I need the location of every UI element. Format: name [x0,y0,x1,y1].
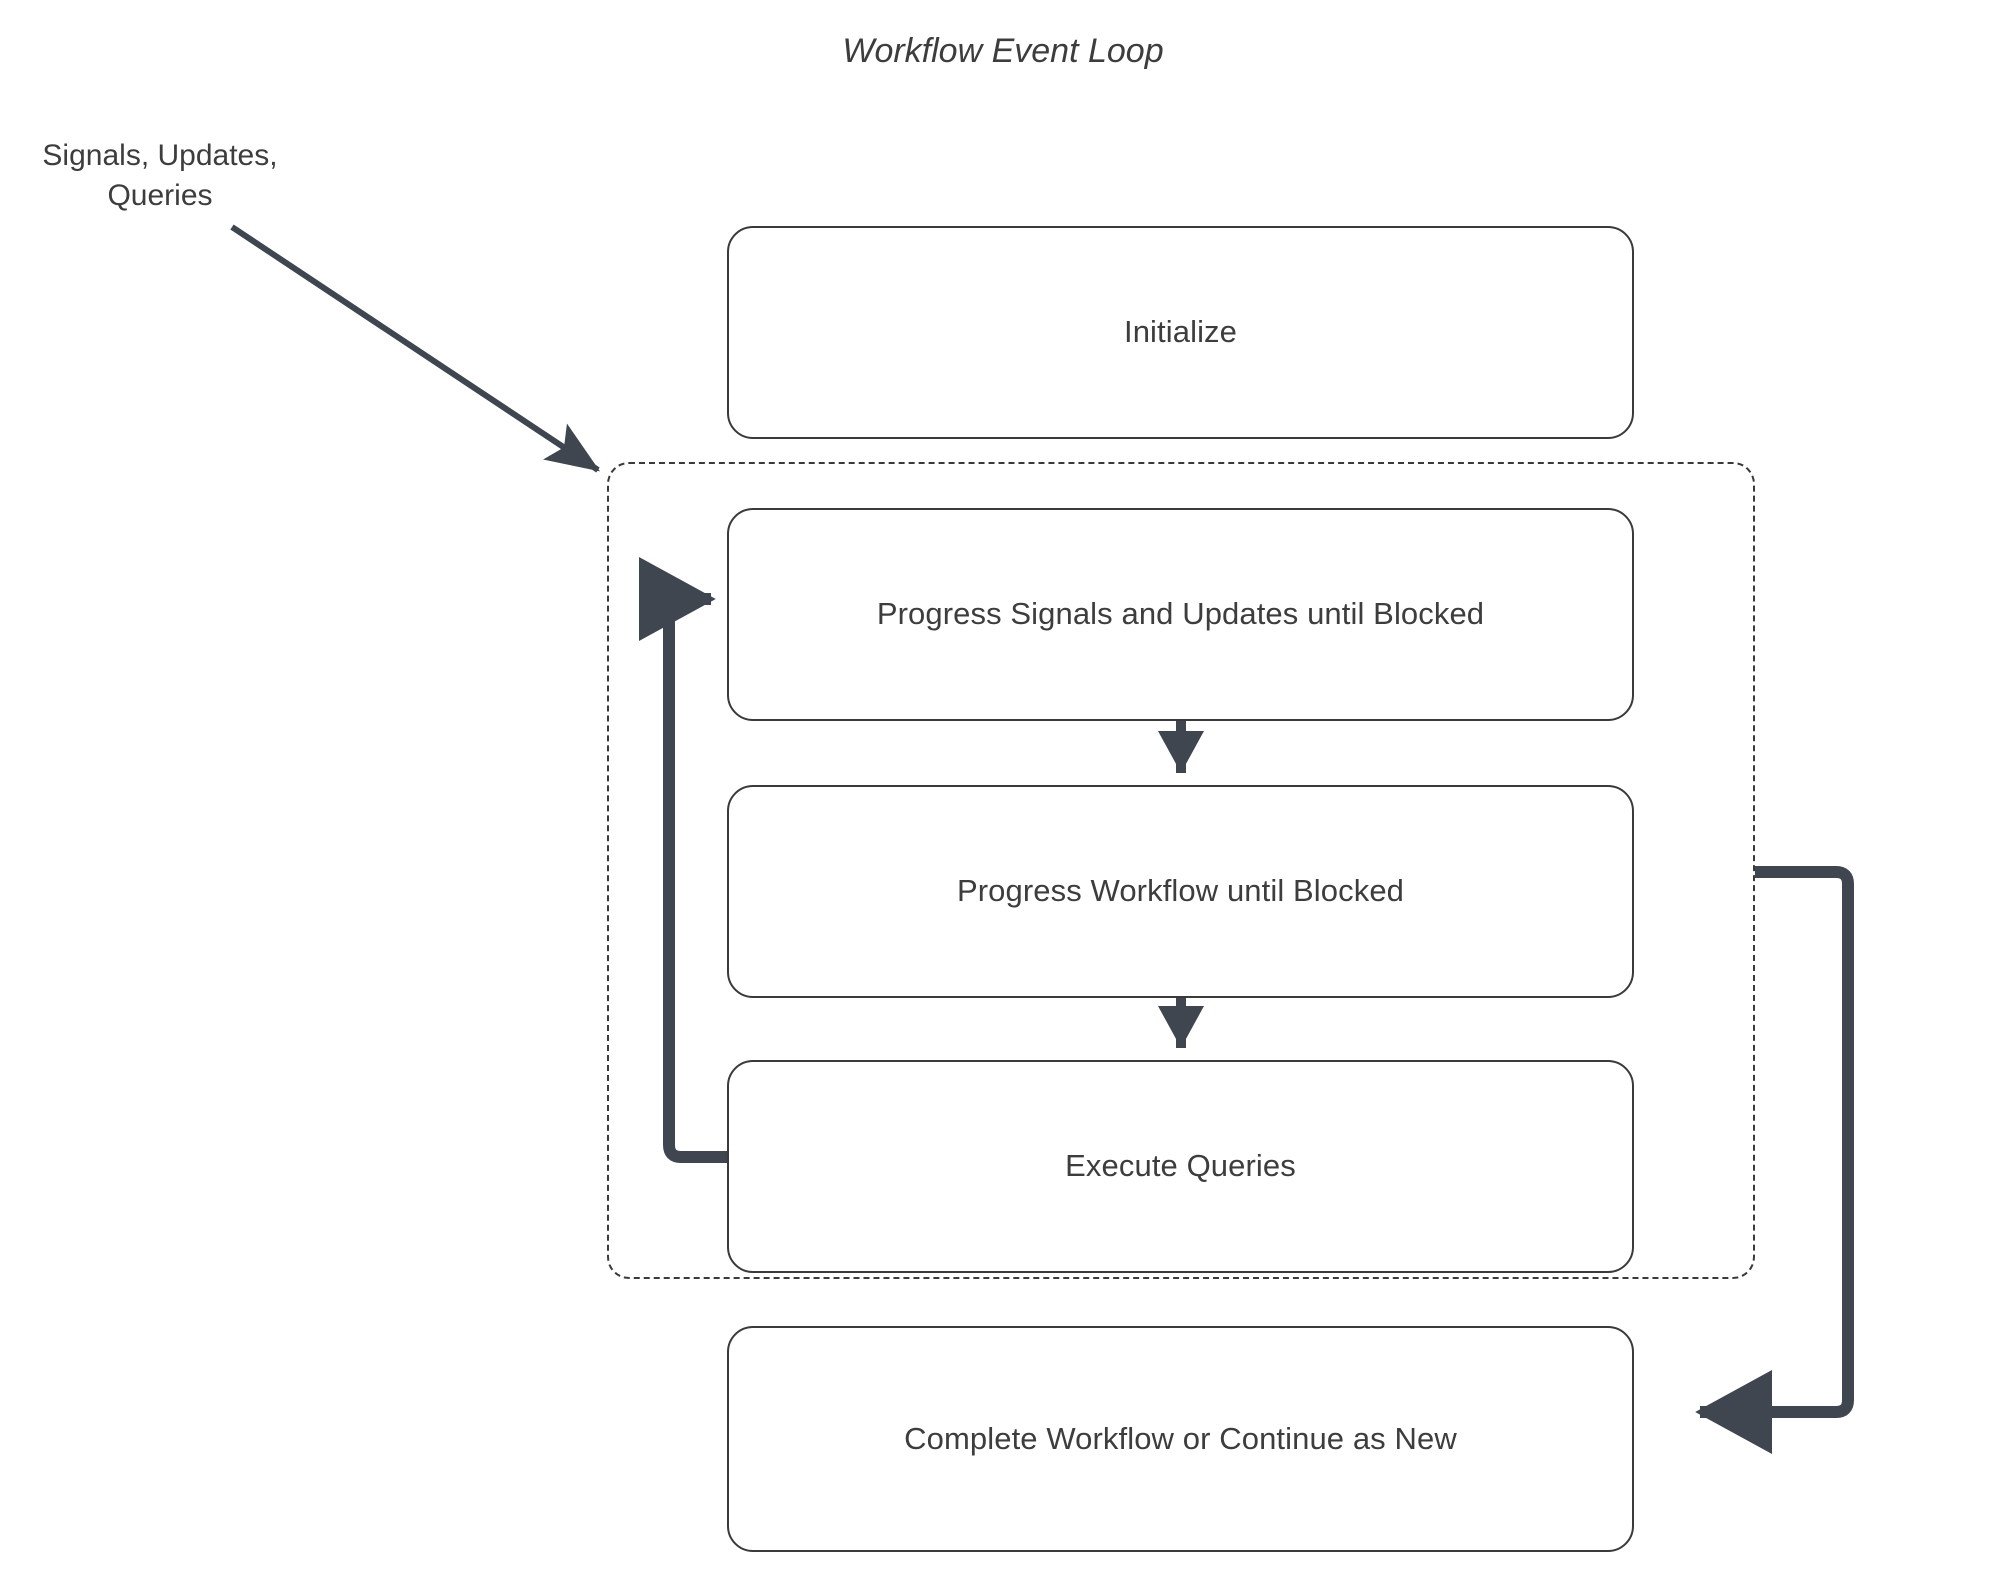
inbound-edge-label: Signals, Updates, Queries [42,139,278,212]
node-complete-workflow-or-continue-as-new[interactable]: Complete Workflow or Continue as New [727,1326,1634,1552]
node-complete-label: Complete Workflow or Continue as New [904,1420,1457,1456]
node-progress-signals-label: Progress Signals and Updates until Block… [876,596,1485,632]
node-progress-workflow-label: Progress Workflow until Blocked [956,873,1405,909]
node-progress-workflow[interactable]: Progress Workflow until Blocked [727,785,1634,998]
node-progress-signals-and-updates[interactable]: Progress Signals and Updates until Block… [727,508,1634,721]
edge-inbound-signals [230,224,600,473]
node-execute-queries[interactable]: Execute Queries [727,1060,1634,1273]
event-loop-group-boundary [607,462,1755,1279]
node-execute-queries-label: Execute Queries [1065,1148,1296,1184]
page-title: Workflow Event Loop [842,32,1164,70]
node-initialize-label: Initialize [1124,314,1237,350]
node-initialize[interactable]: Initialize [727,226,1634,439]
